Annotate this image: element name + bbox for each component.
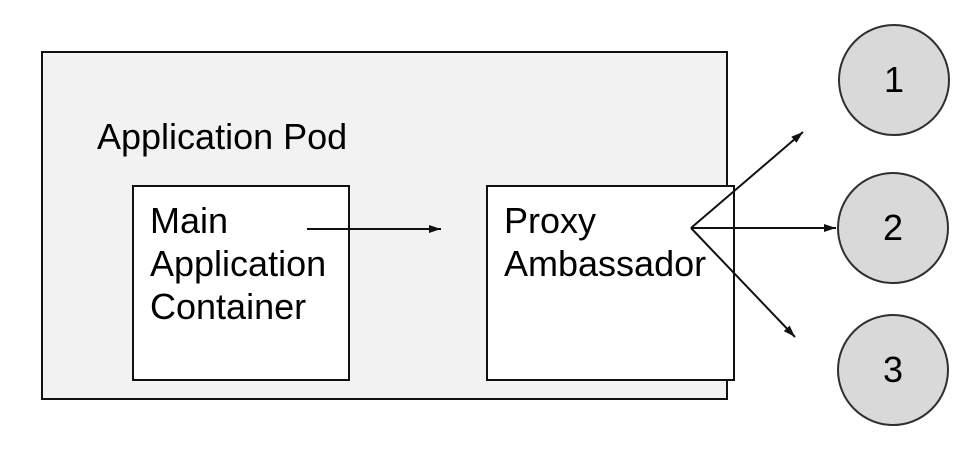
application-pod-box: Application Pod Main Application Contain… — [41, 51, 735, 400]
node-3-label: 3 — [882, 349, 904, 390]
main-application-container-label: Main Application Container — [150, 200, 327, 327]
node-circle-3: 3 — [837, 314, 949, 426]
proxy-ambassador-label: Proxy Ambassador — [504, 200, 707, 284]
node-circle-1: 1 — [838, 24, 950, 136]
proxy-ambassador-box: Proxy Ambassador — [486, 185, 735, 381]
node-2-label: 2 — [882, 207, 904, 248]
node-circle-2: 2 — [837, 172, 949, 284]
application-pod-label: Application Pod — [97, 116, 348, 157]
main-application-container-box: Main Application Container — [132, 185, 350, 381]
node-1-label: 1 — [883, 59, 905, 100]
